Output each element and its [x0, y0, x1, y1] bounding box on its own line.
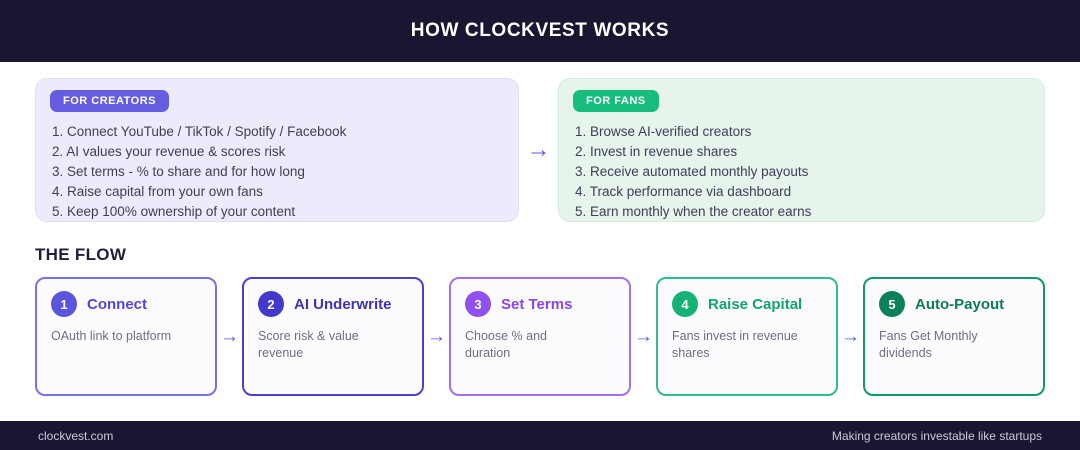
footer-bar: clockvest.com Making creators investable…	[0, 421, 1080, 450]
flow-step-connect: 1 Connect OAuth link to platform	[35, 277, 217, 396]
step-title: Connect	[87, 295, 147, 313]
list-item: 4. Track performance via dashboard	[575, 184, 792, 199]
step-header: 1 Connect	[51, 291, 201, 317]
list-item: 5. Keep 100% ownership of your content	[52, 204, 296, 219]
step-number-badge: 3	[465, 291, 491, 317]
fans-steps-list: 1. Browse AI-verified creators 2. Invest…	[573, 122, 1030, 222]
flow-section-heading: THE FLOW	[35, 245, 127, 264]
list-item: 3. Receive automated monthly payouts	[575, 164, 809, 179]
footer-tagline: Making creators investable like startups	[831, 428, 1042, 443]
for-creators-badge: FOR CREATORS	[50, 90, 169, 112]
arrow-right-icon: →	[841, 326, 860, 347]
footer-domain: clockvest.com	[38, 428, 114, 443]
panels-arrow-cell: →	[519, 78, 558, 222]
step-title: AI Underwrite	[294, 295, 392, 313]
step-title: Set Terms	[501, 295, 573, 313]
step-number-badge: 2	[258, 291, 284, 317]
arrow-right-icon: →	[427, 326, 446, 347]
flow-arrow-cell: →	[424, 327, 449, 346]
audience-panels-row: FOR CREATORS 1. Connect YouTube / TikTok…	[35, 78, 1045, 222]
for-creators-panel: FOR CREATORS 1. Connect YouTube / TikTok…	[35, 78, 519, 222]
step-description: Fans Get Monthly dividends	[879, 329, 978, 360]
arrow-right-icon: →	[634, 326, 653, 347]
step-description: Fans invest in revenue shares	[672, 329, 798, 360]
step-header: 5 Auto-Payout	[879, 291, 1029, 317]
list-item: 5. Earn monthly when the creator earns	[575, 204, 812, 219]
flow-arrow-cell: →	[631, 327, 656, 346]
step-description: Score risk & value revenue	[258, 329, 359, 360]
step-number-badge: 1	[51, 291, 77, 317]
flow-step-auto-payout: 5 Auto-Payout Fans Get Monthly dividends	[863, 277, 1045, 396]
step-title: Auto-Payout	[915, 295, 1005, 313]
list-item: 3. Set terms - % to share and for how lo…	[52, 164, 305, 179]
for-fans-panel: FOR FANS 1. Browse AI-verified creators …	[558, 78, 1045, 222]
step-number-badge: 5	[879, 291, 905, 317]
step-header: 4 Raise Capital	[672, 291, 822, 317]
step-description: Choose % and duration	[465, 329, 548, 360]
flow-step-ai-underwrite: 2 AI Underwrite Score risk & value reven…	[242, 277, 424, 396]
flow-step-set-terms: 3 Set Terms Choose % and duration	[449, 277, 631, 396]
header-bar: HOW CLOCKVEST WORKS	[0, 0, 1080, 62]
list-item: 2. Invest in revenue shares	[575, 144, 738, 159]
page-title: HOW CLOCKVEST WORKS	[410, 20, 670, 41]
for-fans-badge: FOR FANS	[573, 90, 659, 112]
arrow-right-icon: →	[220, 326, 239, 347]
step-title: Raise Capital	[708, 295, 803, 313]
step-description: OAuth link to platform	[51, 329, 172, 343]
list-item: 4. Raise capital from your own fans	[52, 184, 263, 199]
flow-step-raise-capital: 4 Raise Capital Fans invest in revenue s…	[656, 277, 838, 396]
list-item: 1. Browse AI-verified creators	[575, 124, 752, 139]
flow-arrow-cell: →	[838, 327, 863, 346]
list-item: 2. AI values your revenue & scores risk	[52, 144, 286, 159]
flow-arrow-cell: →	[217, 327, 242, 346]
arrow-right-icon: →	[526, 136, 551, 163]
step-header: 3 Set Terms	[465, 291, 615, 317]
creators-steps-list: 1. Connect YouTube / TikTok / Spotify / …	[50, 122, 504, 222]
step-header: 2 AI Underwrite	[258, 291, 408, 317]
flow-steps-row: 1 Connect OAuth link to platform → 2 AI …	[35, 277, 1045, 396]
step-number-badge: 4	[672, 291, 698, 317]
list-item: 1. Connect YouTube / TikTok / Spotify / …	[52, 124, 347, 139]
main-content: FOR CREATORS 1. Connect YouTube / TikTok…	[0, 62, 1080, 421]
